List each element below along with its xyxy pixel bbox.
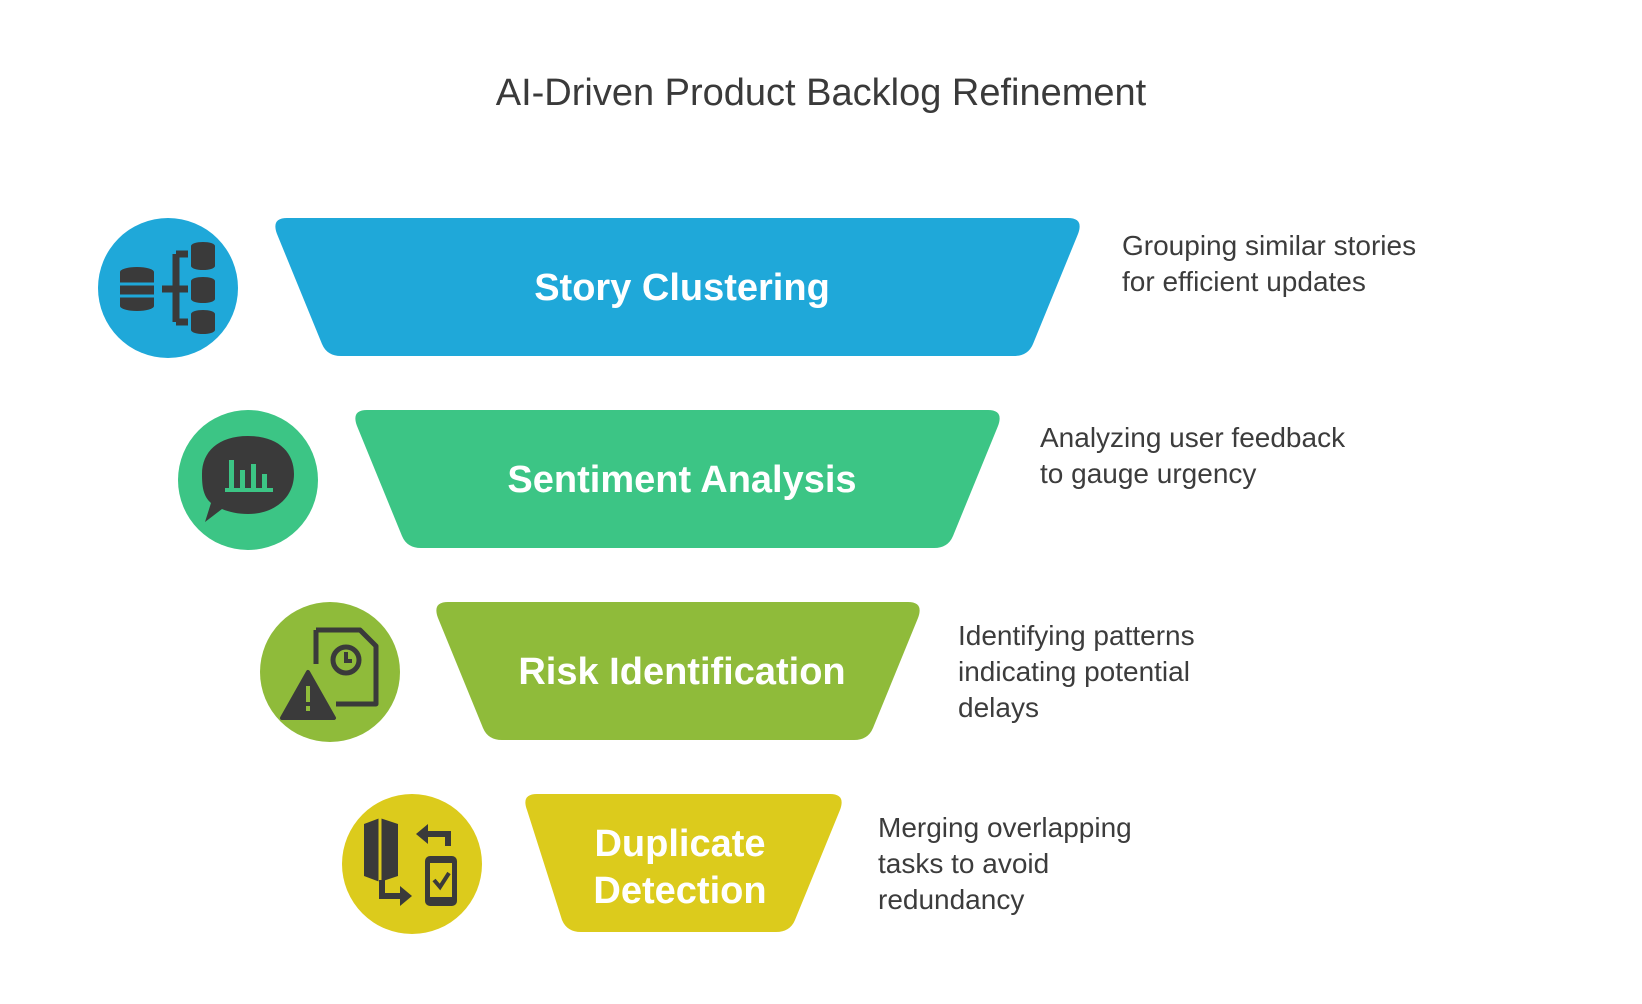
stage-description: Analyzing user feedback to gauge urgency xyxy=(1040,422,1346,489)
stage-description: Identifying patterns indicating potentia… xyxy=(958,620,1195,723)
chat-chart-icon xyxy=(202,436,294,522)
stage-label: Story Clustering xyxy=(534,267,830,309)
icon-circle xyxy=(260,602,400,742)
funnel-band-4 xyxy=(525,794,842,932)
database-cluster-icon xyxy=(120,242,215,334)
device-swap-icon xyxy=(364,818,457,906)
diagram-title: AI-Driven Product Backlog Refinement xyxy=(495,72,1147,114)
stage-duplicate-detection: Duplicate Detection xyxy=(342,794,842,934)
icon-circle xyxy=(342,794,482,934)
stage-label: Risk Identification xyxy=(518,651,845,693)
stage-label: Duplicate xyxy=(594,823,765,865)
stage-label: Sentiment Analysis xyxy=(507,459,856,501)
stage-risk-identification: Risk Identification xyxy=(260,602,920,742)
document-clock-warning-icon xyxy=(280,627,379,720)
stage-description: Merging overlapping tasks to avoid redun… xyxy=(878,812,1132,915)
stage-description: Grouping similar stories for efficient u… xyxy=(1122,230,1417,297)
stage-story-clustering: Story Clustering xyxy=(98,218,1080,358)
funnel-band-3 xyxy=(436,602,920,740)
stage-label-line-2: Detection xyxy=(593,870,766,912)
funnel-band-2 xyxy=(355,410,1000,548)
stage-sentiment-analysis: Sentiment Analysis xyxy=(178,410,1000,550)
funnel-band-1 xyxy=(275,218,1080,356)
